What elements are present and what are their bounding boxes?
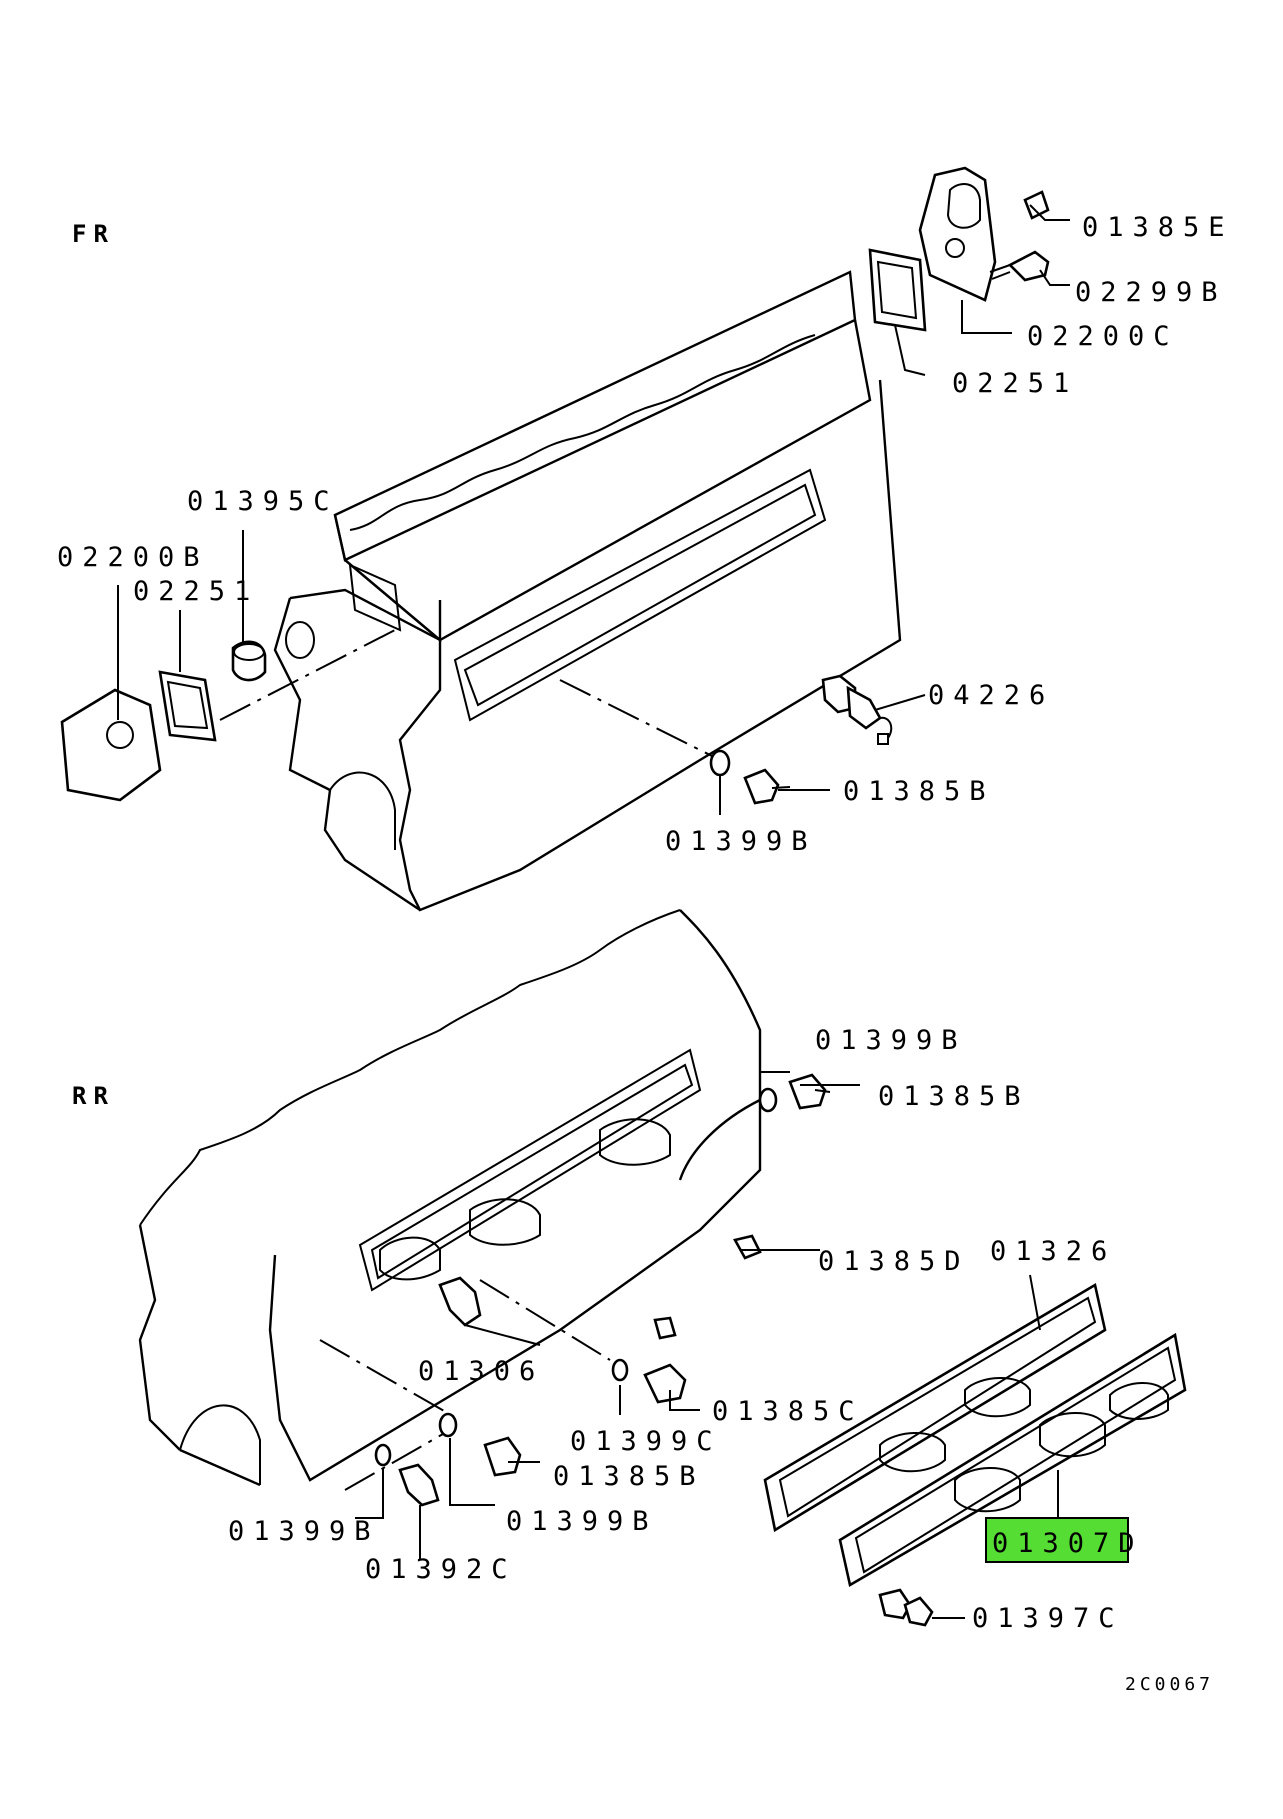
rear-cover-plate [868,166,997,332]
part-label-02251-top[interactable]: 02251 [952,368,1078,399]
part-label-01326[interactable]: 01326 [990,1236,1116,1267]
part-label-02251-left[interactable]: 02251 [133,576,259,607]
part-label-01385B-front[interactable]: 01385B [843,776,995,807]
part-label-02200C[interactable]: 02200C [1027,321,1179,352]
part-label-01399C[interactable]: 01399C [570,1426,722,1457]
rear-engine-block [138,909,762,1491]
part-label-01395C[interactable]: 01395C [187,486,339,517]
gasket-01307D [838,1332,1187,1588]
part-label-01307D[interactable]: 01307D [992,1528,1144,1559]
part-label-02200B[interactable]: 02200B [57,542,209,573]
section-label-rear: RR [72,1082,115,1110]
part-label-01385B-rear-low[interactable]: 01385B [553,1461,705,1492]
diagram-code: 2C0067 [1125,1674,1214,1695]
part-label-01385C[interactable]: 01385C [712,1396,864,1427]
part-label-01392C[interactable]: 01392C [365,1554,517,1585]
part-label-01385E[interactable]: 01385E [1082,212,1234,243]
part-label-01399B-rear-mid[interactable]: 01399B [506,1506,658,1537]
part-label-01385D[interactable]: 01385D [818,1246,970,1277]
section-label-front: FR [72,220,115,248]
gasket-01326 [763,1282,1107,1533]
part-label-01399B-rear-top[interactable]: 01399B [815,1025,967,1056]
bolt-01397C [878,1588,934,1627]
front-leader-lines [117,204,1070,815]
highlighted-part-box[interactable] [985,1517,1129,1563]
front-engine-block [219,270,902,912]
part-label-01385B-rear-top[interactable]: 01385B [878,1081,1030,1112]
front-cover-plate [60,640,267,802]
rear-fittings [374,1073,831,1507]
part-label-02299B[interactable]: 02299B [1075,277,1227,308]
part-label-01399B-front[interactable]: 01399B [665,826,817,857]
front-bolts [709,190,1050,805]
part-label-01397C[interactable]: 01397C [972,1603,1124,1634]
part-label-04226[interactable]: 04226 [928,680,1054,711]
part-label-01399B-rear-left[interactable]: 01399B [228,1516,380,1547]
rear-leader-lines [355,1030,1059,1619]
part-label-01306[interactable]: 01306 [418,1356,544,1387]
